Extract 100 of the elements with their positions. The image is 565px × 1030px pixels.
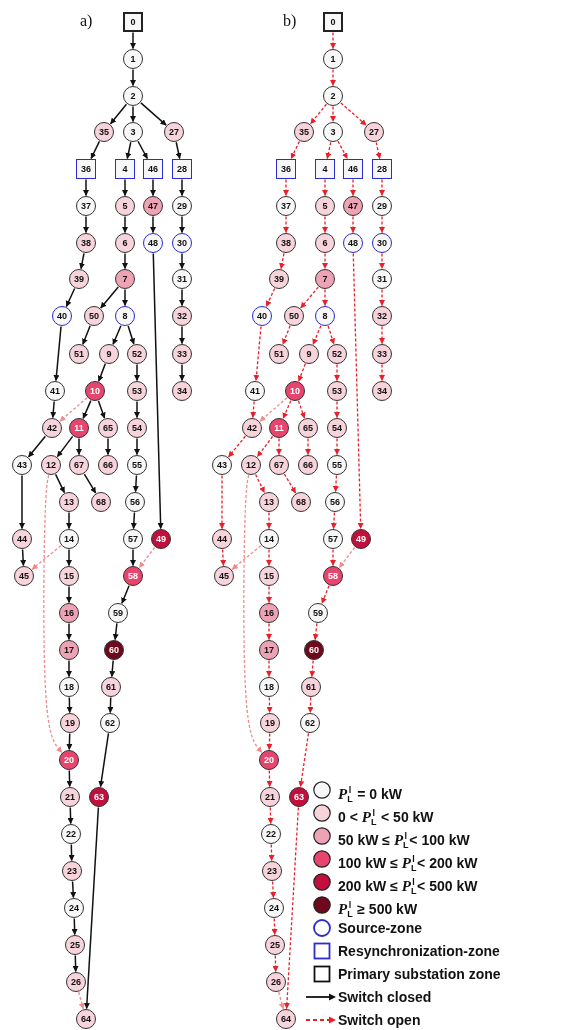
bus-node: 10 [85, 381, 105, 401]
switch-arrow [179, 325, 185, 345]
bus-node: 20 [259, 750, 279, 770]
bus-node: 55 [327, 455, 347, 475]
bus-node: 64 [76, 1009, 96, 1029]
bus-node: 11 [69, 418, 89, 438]
bus-node: 68 [91, 492, 111, 512]
switch-arrow [65, 287, 76, 308]
switch-arrow [79, 252, 85, 270]
switch-arrow [379, 215, 385, 234]
legend-text: Resynchronization-zone [338, 942, 500, 960]
switch-arrow [56, 435, 74, 458]
bus-node: 56 [125, 492, 145, 512]
switch-arrow [250, 400, 257, 419]
bus-node: 7 [315, 269, 335, 289]
switch-arrow [53, 325, 62, 382]
switch-arrow [66, 548, 72, 567]
switch-arrow [297, 363, 306, 382]
switch-arrow [150, 178, 156, 197]
bus-node: 52 [327, 344, 347, 364]
switch-arrow [125, 141, 132, 160]
bus-node: 31 [372, 269, 392, 289]
switch-arrow [256, 435, 274, 458]
bus-node: 3 [323, 122, 343, 142]
bus-node: 16 [259, 603, 279, 623]
bus-node: 49 [151, 529, 171, 549]
switch-arrow [90, 140, 101, 160]
bus-node: 6 [315, 233, 335, 253]
switch-arrow [266, 659, 272, 678]
switch-arrow [379, 325, 385, 345]
switch-arrow [330, 31, 336, 50]
switch-arrow [379, 363, 385, 382]
switch-arrow [327, 325, 336, 345]
bus-node: 61 [301, 677, 321, 697]
bus-node: 53 [127, 381, 147, 401]
bus-node: 44 [212, 529, 232, 549]
switch-arrow [109, 103, 128, 125]
bus-node: 67 [69, 455, 89, 475]
bus-node: 5 [115, 196, 135, 216]
switch-arrow [98, 732, 110, 788]
switch-arrow [83, 215, 89, 234]
bus-node: 21 [60, 787, 80, 807]
bus-node: 27 [364, 122, 384, 142]
switch-arrow [309, 103, 328, 125]
switch-arrow [282, 325, 291, 345]
switch-arrow [122, 178, 128, 197]
panel-label: a) [80, 12, 93, 30]
bus-node: 34 [172, 381, 192, 401]
bus-node: 24 [64, 898, 84, 918]
switch-arrow [66, 585, 72, 604]
bus-node: 59 [308, 603, 328, 623]
bus-node: 62 [100, 713, 120, 733]
switch-arrow [76, 437, 82, 456]
switch-arrow [152, 252, 164, 530]
switch-arrow [297, 400, 306, 419]
switch-arrow [322, 215, 328, 234]
switch-arrow [330, 511, 337, 530]
bus-node: 45 [214, 566, 234, 586]
switch-arrow [72, 954, 79, 973]
switch-arrow [122, 252, 128, 270]
switch-arrow [134, 437, 140, 456]
switch-arrow [312, 622, 319, 641]
switch-arrow [266, 696, 273, 714]
switch-arrow [283, 806, 300, 1010]
switch-arrow [66, 622, 72, 641]
bus-node: 13 [259, 492, 279, 512]
switch-arrow [220, 548, 227, 567]
bus-node: 58 [123, 566, 143, 586]
bus-node: 22 [61, 824, 81, 844]
bus-node: 38 [76, 233, 96, 253]
bus-node: 37 [76, 196, 96, 216]
switch-arrow [300, 286, 319, 309]
switch-arrow [334, 400, 340, 419]
switch-arrow [379, 178, 385, 197]
switch-arrow [321, 585, 330, 604]
switch-arrow [352, 252, 364, 530]
switch-arrow [82, 325, 91, 345]
bus-node: 41 [45, 381, 65, 401]
bus-node: 38 [276, 233, 296, 253]
bus-node: 25 [65, 935, 85, 955]
switch-arrow [266, 769, 273, 788]
switch-arrow [83, 178, 89, 197]
switch-arrow [68, 843, 75, 862]
switch-arrow [330, 548, 336, 567]
bus-node: 17 [59, 640, 79, 660]
bus-node: 8 [315, 306, 335, 326]
switch-arrow [379, 252, 385, 270]
switch-arrow [332, 474, 339, 493]
bus-node: 35 [94, 122, 114, 142]
switch-arrow [322, 252, 328, 270]
bus-node: 23 [262, 861, 282, 881]
switch-arrow [350, 178, 356, 197]
bus-node: 14 [259, 529, 279, 549]
bus-node: 57 [123, 529, 143, 549]
switch-arrow [271, 917, 278, 936]
bus-node: 26 [266, 972, 286, 992]
switch-arrow [290, 140, 301, 160]
switch-arrow [31, 545, 62, 570]
legend-text: P$_{L}$$^{l}$ = 0 kW [338, 784, 403, 806]
bus-node: 58 [323, 566, 343, 586]
